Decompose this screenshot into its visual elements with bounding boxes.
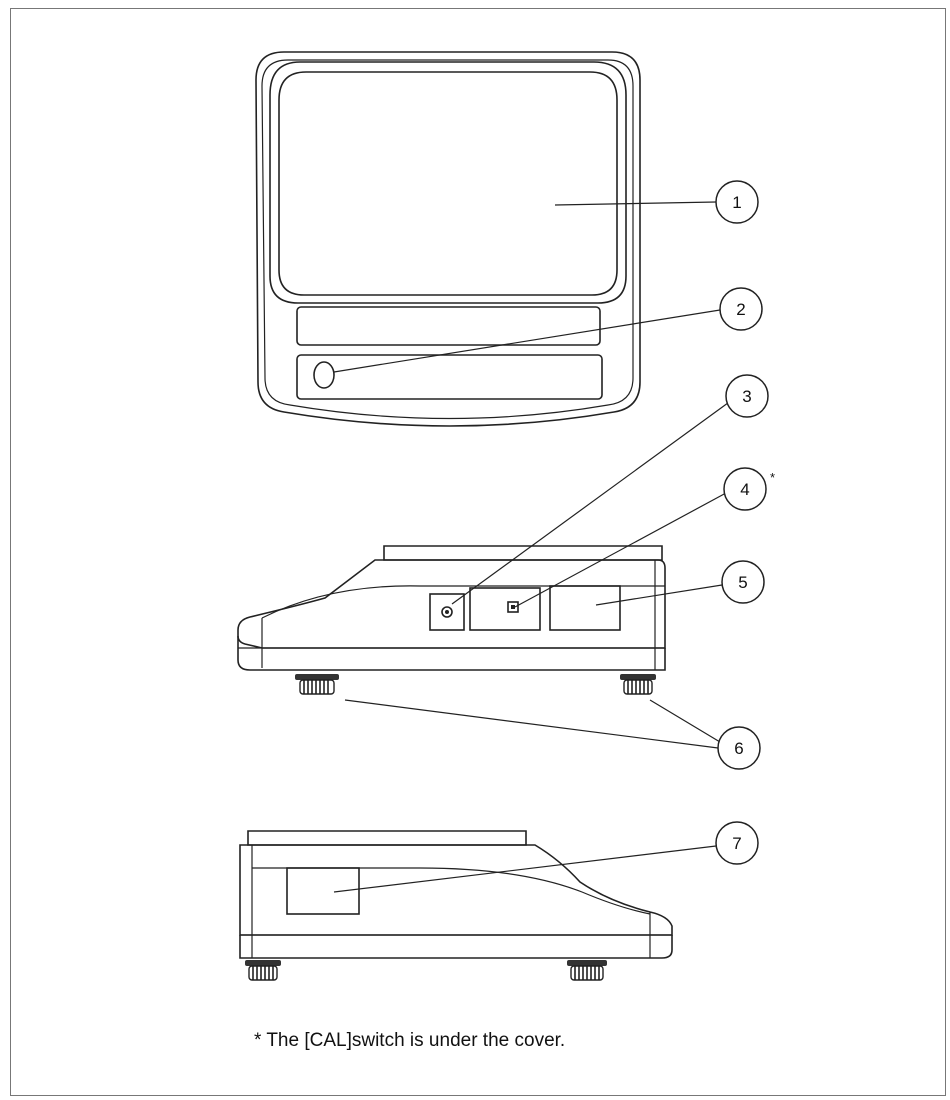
leader-6a xyxy=(344,699,719,749)
cal-switch-center xyxy=(511,605,515,609)
display-window xyxy=(296,306,601,346)
power-jack-socket xyxy=(441,606,453,618)
leader-4 xyxy=(514,492,727,608)
callout-1-label: 1 xyxy=(732,193,741,212)
keypad-panel xyxy=(296,354,603,400)
weighing-pan xyxy=(278,71,618,296)
callout-7: 7 xyxy=(715,821,759,865)
rear-foot-right xyxy=(567,960,607,981)
leader-3 xyxy=(451,399,733,605)
leader-1 xyxy=(554,201,717,206)
callout-5: 5 xyxy=(721,560,765,604)
figure-frame xyxy=(10,8,946,1096)
callout-6: 6 xyxy=(717,726,761,770)
leader-5 xyxy=(595,584,723,606)
leader-lines xyxy=(333,201,733,893)
top-view xyxy=(255,51,641,427)
level-indicator xyxy=(313,361,335,389)
callout-2-label: 2 xyxy=(736,300,745,319)
rear-base xyxy=(239,935,673,959)
top-view-body-outer xyxy=(255,51,641,427)
side-body-curve xyxy=(261,585,665,619)
callout-4-label: 4 xyxy=(740,480,749,499)
callout-1: 1 xyxy=(715,180,759,224)
side-view-right xyxy=(239,830,673,981)
callout-2: 2 xyxy=(719,287,763,331)
callout-6-label: 6 xyxy=(734,739,743,758)
power-jack xyxy=(429,593,465,631)
leader-6b xyxy=(649,699,721,743)
rear-body-upper xyxy=(239,844,673,936)
callout-4: 4 * xyxy=(723,467,775,511)
leveling-foot-right xyxy=(620,674,656,695)
weighing-pan-outer xyxy=(269,61,627,304)
side-pan xyxy=(383,545,663,561)
rear-foot-left xyxy=(245,960,281,981)
side-base xyxy=(237,636,666,671)
side-view-left xyxy=(237,545,666,695)
data-port xyxy=(549,585,621,631)
callout-3: 3 xyxy=(725,374,769,418)
footnote: * The [CAL]switch is under the cover. xyxy=(254,1030,566,1051)
callout-7-label: 7 xyxy=(732,834,741,853)
callout-5-label: 5 xyxy=(738,573,747,592)
cal-switch xyxy=(507,601,519,613)
rating-label-plate xyxy=(286,867,360,915)
power-jack-pin xyxy=(445,610,449,614)
callout-4-asterisk: * xyxy=(770,470,775,485)
leader-7 xyxy=(333,845,717,893)
top-view-body-inner xyxy=(261,59,634,420)
rear-body-curve xyxy=(252,867,651,915)
cal-switch-cover xyxy=(469,587,541,631)
leader-2 xyxy=(333,309,721,373)
leveling-foot-left xyxy=(295,674,339,695)
callout-3-label: 3 xyxy=(742,387,751,406)
rear-pan xyxy=(247,830,527,846)
